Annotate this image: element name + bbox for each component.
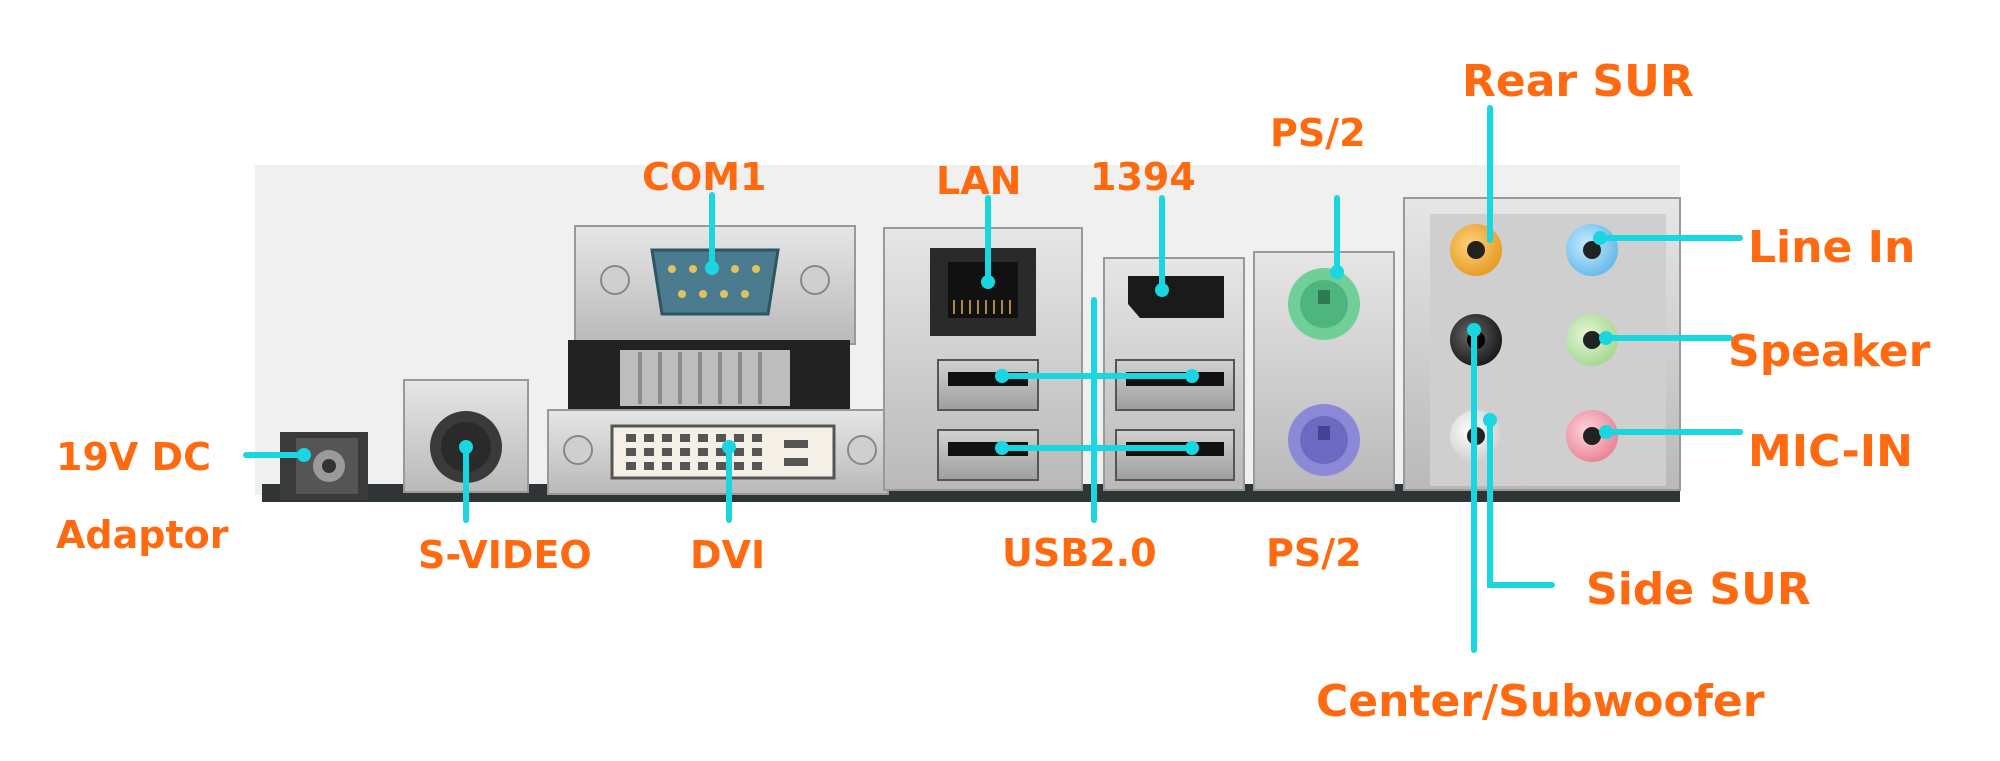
label-dvi: DVI xyxy=(690,533,765,577)
label-usb: USB2.0 xyxy=(1002,531,1157,575)
label-center-sub: Center/Subwoofer xyxy=(1316,676,1765,727)
leader-side-sur xyxy=(1487,417,1555,588)
label-adaptor: Adaptor xyxy=(56,513,229,557)
label-dc-in: 19V DC xyxy=(56,435,211,479)
label-rear-sur: Rear SUR xyxy=(1462,56,1694,107)
label-side-sur: Side SUR xyxy=(1586,564,1811,615)
svideo-port xyxy=(403,379,529,493)
label-speaker: Speaker xyxy=(1728,326,1931,377)
ps2-stack xyxy=(1253,251,1395,491)
dc-jack xyxy=(280,432,368,500)
label-ps2-bottom: PS/2 xyxy=(1266,531,1362,575)
dvi-port xyxy=(547,409,889,495)
label-line-in: Line In xyxy=(1748,222,1915,273)
label-ps2-top: PS/2 xyxy=(1270,111,1366,155)
label-mic-in: MIC-IN xyxy=(1748,426,1913,477)
label-1394: 1394 xyxy=(1090,155,1196,199)
label-com1: COM1 xyxy=(642,155,766,199)
leader-dots xyxy=(297,231,1613,462)
label-svideo: S-VIDEO xyxy=(418,533,592,577)
label-lan: LAN xyxy=(936,159,1021,203)
leader-lines xyxy=(243,105,1743,653)
audio-jack-block xyxy=(1403,197,1681,491)
